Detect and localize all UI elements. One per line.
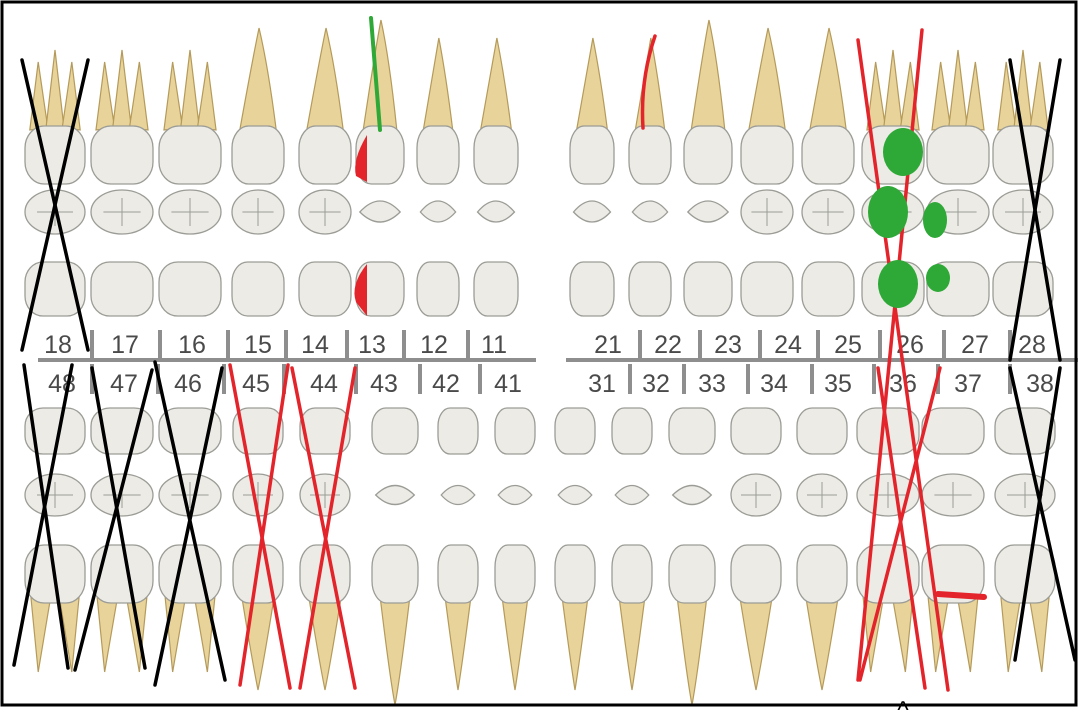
lower-tooth-number: 41 [494, 370, 522, 398]
upper-tooth-14[interactable] [298, 27, 352, 317]
upper-tooth-number: 18 [44, 331, 72, 359]
lower-tooth-42[interactable] [437, 407, 479, 691]
upper-tooth-number: 28 [1018, 331, 1046, 359]
lower-tooth-number: 37 [954, 370, 982, 398]
filling-dot-26 [883, 128, 923, 176]
extraction-x-44 [290, 366, 357, 690]
upper-tooth-number: 15 [244, 331, 272, 359]
upper-tooth-15[interactable] [231, 27, 285, 317]
lower-tooth-43[interactable] [371, 407, 419, 706]
upper-tooth-number: 27 [961, 331, 989, 359]
caries-mark-13 [355, 135, 367, 182]
marking-line-22 [640, 34, 657, 130]
lower-tooth-number: 38 [1026, 370, 1054, 398]
upper-tooth-23[interactable] [683, 19, 733, 317]
upper-tooth-13[interactable] [355, 19, 405, 317]
upper-tooth-16[interactable] [158, 49, 222, 317]
extraction-x-18 [20, 58, 90, 352]
caries-mark-13 [354, 264, 367, 316]
lower-tooth-37[interactable] [921, 407, 985, 673]
extraction-x-36 [858, 366, 942, 682]
upper-tooth-number: 11 [481, 331, 507, 359]
restoration-mark-37 [935, 591, 987, 600]
filling-dot-26 [868, 186, 908, 238]
filling-dot-26 [926, 264, 950, 292]
lower-tooth-number: 35 [824, 370, 852, 398]
lower-tooth-number: 44 [310, 370, 338, 398]
lower-tooth-number: 47 [110, 370, 138, 398]
root-canal-line-13 [369, 16, 382, 132]
upper-tooth-17[interactable] [90, 49, 154, 317]
upper-tooth-number: 12 [420, 331, 448, 359]
lower-tooth-31[interactable] [554, 407, 596, 691]
lower-tooth-number: 31 [588, 370, 616, 398]
upper-tooth-21[interactable] [569, 37, 615, 317]
lower-tooth-48[interactable] [24, 407, 86, 673]
upper-tooth-number: 17 [111, 331, 139, 359]
upper-tooth-number: 14 [301, 331, 329, 359]
extraction-x-38 [1008, 366, 1077, 662]
filling-dot-26 [923, 202, 947, 238]
lower-tooth-34[interactable] [730, 407, 782, 691]
lower-tooth-35[interactable] [796, 407, 848, 691]
lower-tooth-33[interactable] [668, 407, 716, 706]
lower-tooth-number: 45 [242, 370, 270, 398]
extraction-x-47 [73, 368, 154, 672]
lower-tooth-number: 32 [642, 370, 670, 398]
upper-tooth-22[interactable] [628, 37, 672, 317]
upper-tooth-number: 23 [714, 331, 742, 359]
extraction-x-44 [298, 366, 357, 690]
lower-tooth-number: 46 [174, 370, 202, 398]
lower-tooth-41[interactable] [494, 407, 536, 691]
extraction-x-36 [876, 366, 927, 690]
lower-tooth-number: 42 [432, 370, 460, 398]
upper-tooth-11[interactable] [473, 37, 519, 317]
upper-tooth-12[interactable] [416, 37, 460, 317]
extraction-x-48 [12, 363, 74, 667]
upper-tooth-number: 25 [834, 331, 862, 359]
extraction-x-28 [1008, 58, 1062, 362]
upper-tooth-number: 13 [358, 331, 386, 359]
upper-tooth-24[interactable] [740, 27, 794, 317]
extraction-x-26 [856, 38, 950, 692]
lower-tooth-number: 34 [760, 370, 788, 398]
filling-dot-26 [878, 260, 918, 308]
extraction-x-45 [228, 363, 292, 690]
extraction-x-48 [22, 363, 70, 670]
extraction-x-45 [238, 363, 290, 687]
extraction-x-38 [1013, 366, 1062, 662]
lower-tooth-46[interactable] [158, 407, 222, 673]
lower-tooth-number: 43 [370, 370, 398, 398]
lower-tooth-44[interactable] [299, 407, 351, 691]
extraction-x-46 [153, 366, 224, 687]
extraction-x-47 [90, 366, 147, 670]
upper-tooth-number: 16 [178, 331, 206, 359]
upper-tooth-number: 22 [654, 331, 682, 359]
upper-tooth-number: 21 [594, 331, 622, 359]
lower-tooth-32[interactable] [611, 407, 653, 691]
upper-tooth-18[interactable] [24, 49, 86, 317]
upper-tooth-number: 24 [774, 331, 802, 359]
upper-tooth-25[interactable] [801, 27, 855, 317]
lower-tooth-38[interactable] [994, 407, 1056, 673]
lower-tooth-number: 33 [698, 370, 726, 398]
